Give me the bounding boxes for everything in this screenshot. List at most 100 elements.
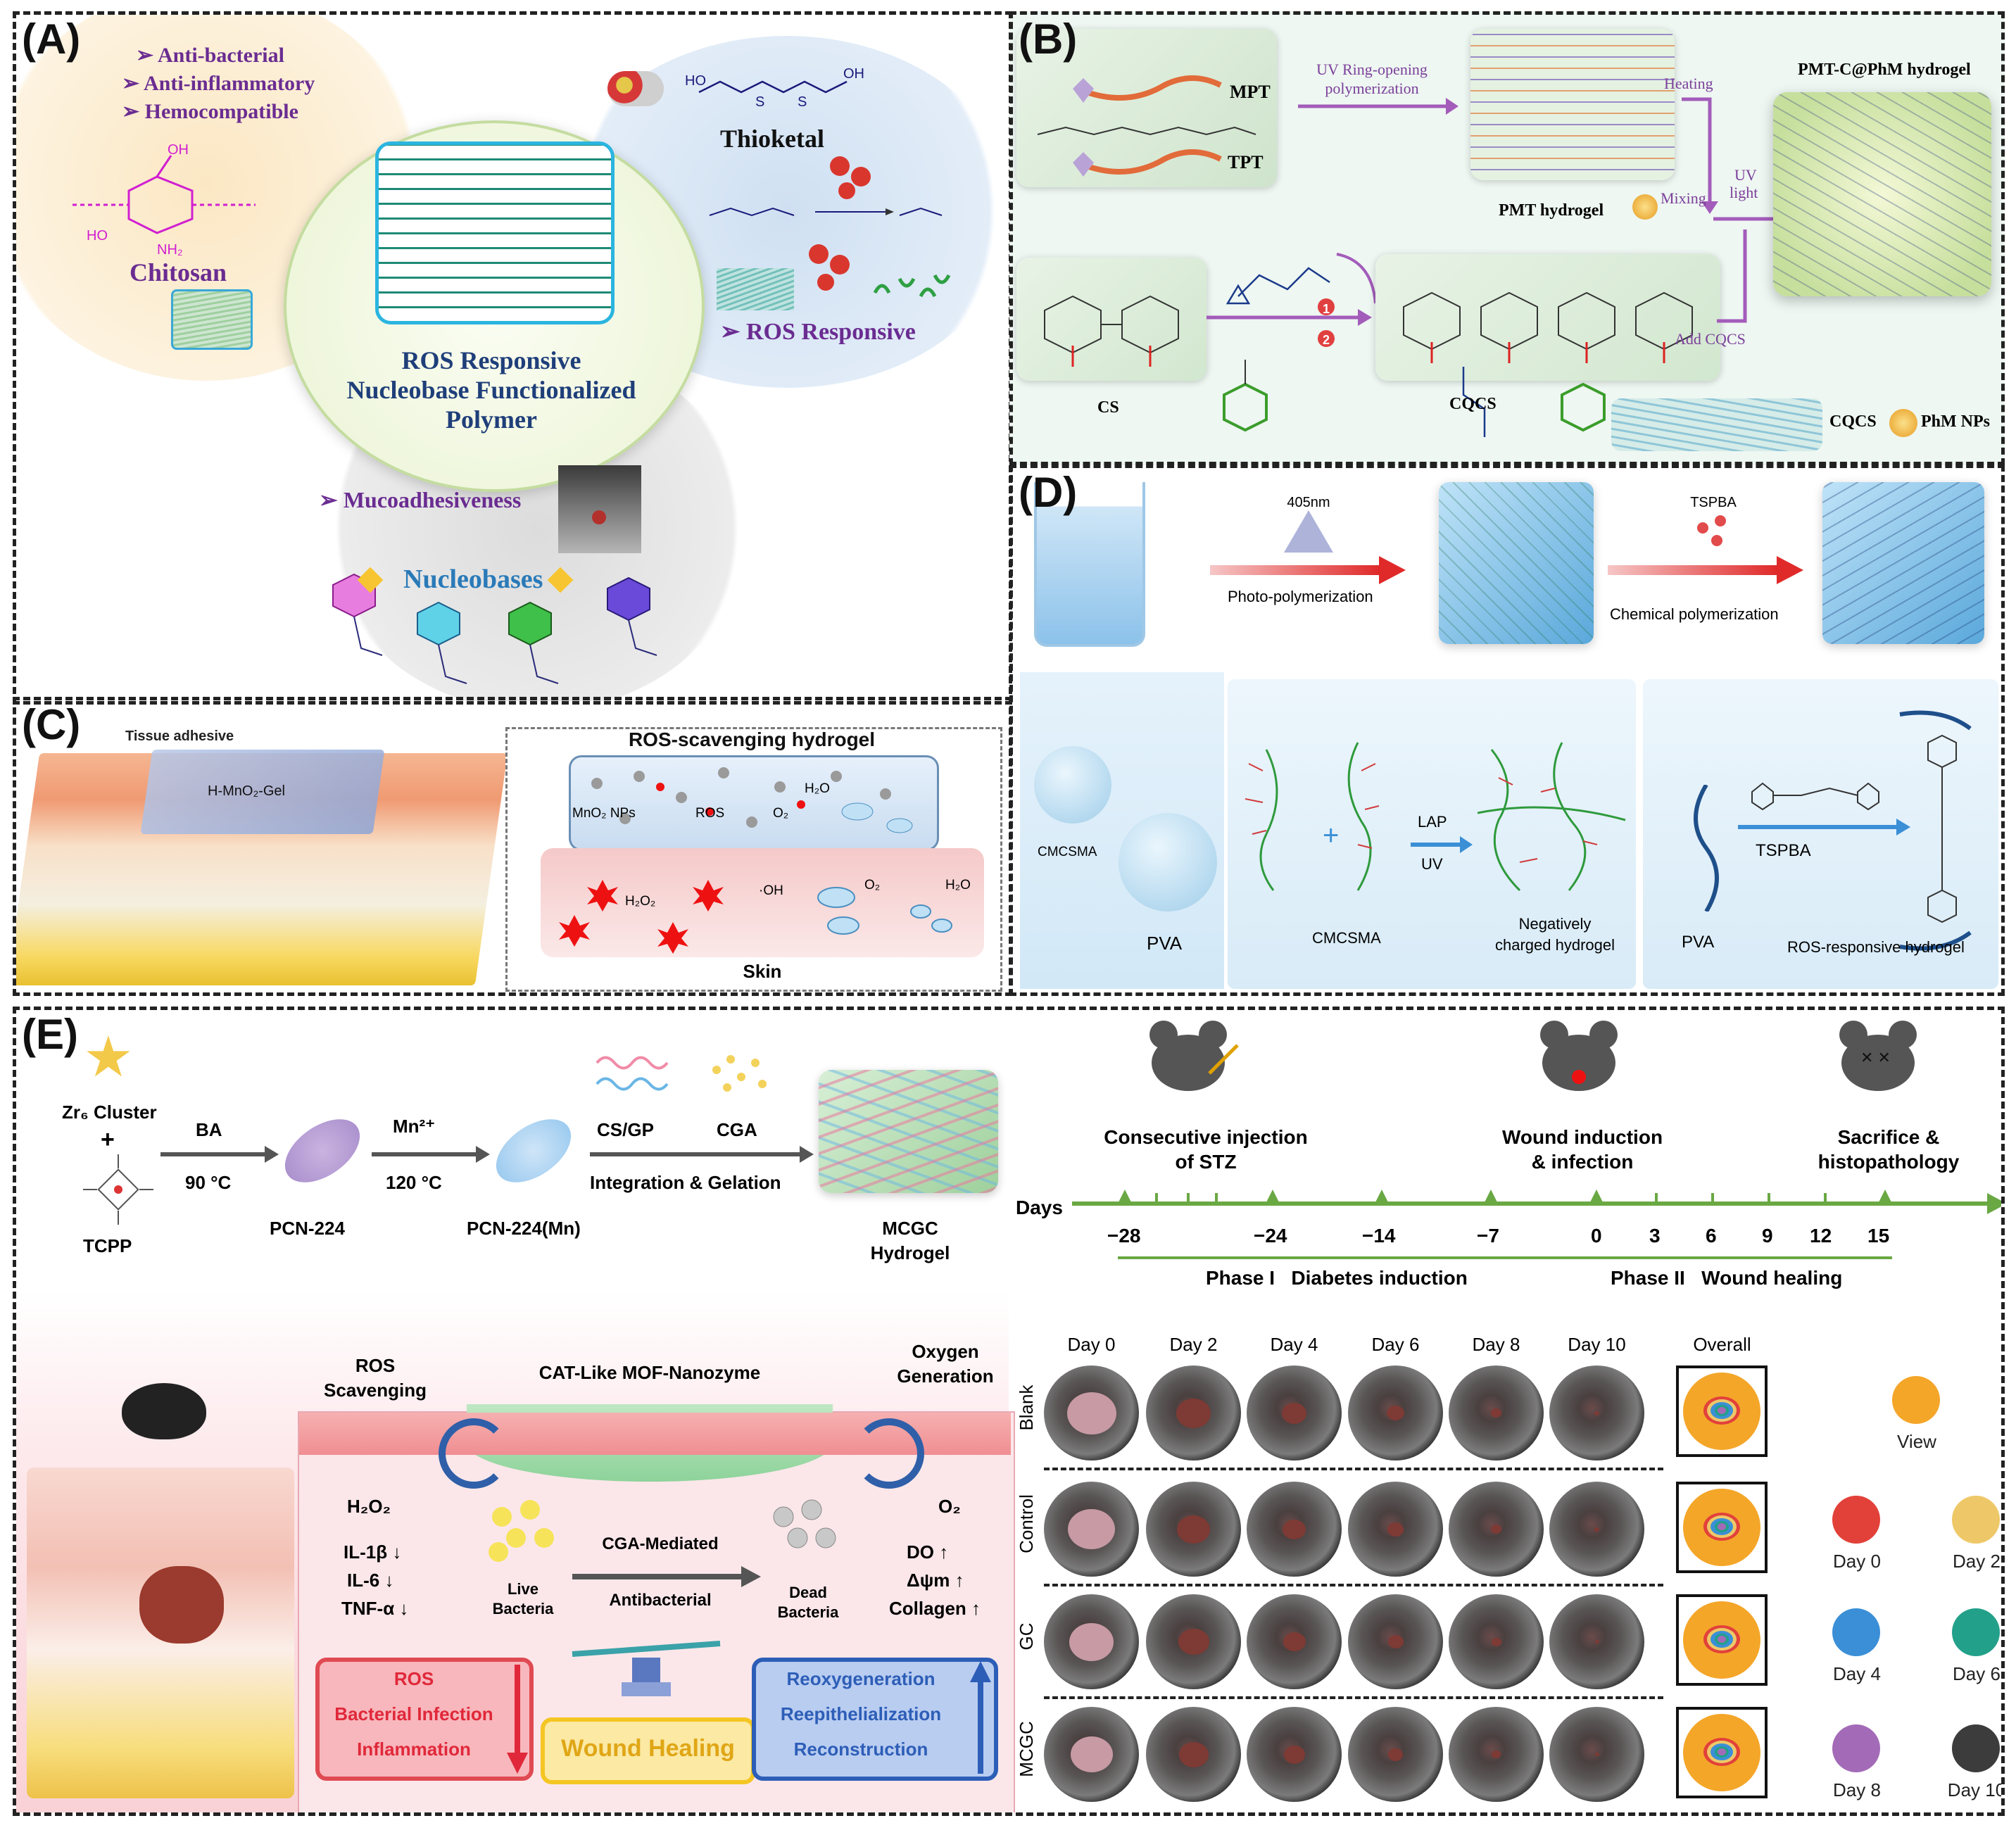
mno2-label: MnO₂ NPs	[572, 806, 636, 821]
cytokine-1: IL-1β ↓	[344, 1541, 402, 1563]
legend-dot	[1952, 1608, 2000, 1656]
gel-label: H-MnO₂-Gel	[208, 783, 285, 799]
pmt-hydrogel-label: PMT hydrogel	[1499, 201, 1604, 220]
live-2: Bacteria	[492, 1600, 554, 1617]
red-box-3: Inflammation	[357, 1739, 471, 1760]
lower-area-mid	[1228, 679, 1636, 989]
svg-text:NH₂: NH₂	[157, 242, 183, 258]
svg-text:OH: OH	[168, 142, 189, 158]
arrow-lap	[1411, 836, 1473, 853]
event-3a: Sacrifice &	[1837, 1126, 1940, 1148]
wound-photo	[1549, 1707, 1644, 1802]
marker-2: Δψm ↑	[907, 1570, 964, 1591]
tcpp-structure	[83, 1154, 153, 1225]
thioketal-structure: HO OH S S	[685, 66, 864, 110]
step-2: 2	[1323, 333, 1330, 347]
uv-ring-1: UV Ring-opening	[1316, 61, 1428, 78]
pva-chain	[1694, 785, 1719, 911]
cga-mediated: CGA-Mediated	[602, 1534, 719, 1553]
tick-10: 15	[1867, 1225, 1890, 1247]
legend-dot	[1832, 1496, 1880, 1544]
legend-dot	[1952, 1724, 2000, 1772]
ros-scav-2: Scavenging	[324, 1380, 427, 1401]
ros-label: ROS	[695, 806, 725, 821]
lower-area-right	[1643, 679, 1998, 989]
arrow-mn	[372, 1146, 490, 1163]
plus-label: +	[101, 1126, 115, 1153]
column-header: Day 4	[1270, 1334, 1318, 1355]
phase1-line	[1118, 1256, 1596, 1259]
ros-scav-1: ROS	[355, 1355, 396, 1376]
nm-label: 405nm	[1287, 495, 1330, 510]
cqcs-label: CQCS	[1449, 395, 1497, 413]
svg-text:✕ ✕: ✕ ✕	[1860, 1049, 1891, 1066]
zr-star-icon: ★	[83, 1026, 134, 1088]
cycle-arrow-right	[854, 1418, 924, 1489]
reagent-gtmac	[1226, 253, 1377, 305]
cytokine-3: TNF-α ↓	[341, 1598, 409, 1619]
svg-text:S: S	[798, 94, 807, 110]
balance-icon	[572, 1641, 721, 1696]
plus-sign: +	[1323, 820, 1340, 851]
ros-hydrogel-structure	[1899, 710, 1972, 951]
wound-photo	[1549, 1594, 1644, 1689]
red-box-2: Bacterial Infection	[334, 1703, 493, 1724]
svg-text:HO: HO	[685, 73, 706, 89]
legend-dot	[1832, 1608, 1880, 1656]
degraded-fragments	[873, 274, 951, 298]
mouse-sacrifice-icon: ✕ ✕	[1839, 1021, 1917, 1091]
blue-box	[752, 1658, 998, 1781]
mpt-label: MPT	[1230, 82, 1271, 102]
tspba-top-label: TSPBA	[1690, 495, 1737, 510]
chem-label: Chemical polymerization	[1610, 605, 1779, 623]
neg-label-1: Negatively	[1518, 915, 1592, 933]
neg-hydrogel-network	[1478, 742, 1626, 892]
blue-box-3: Reconstruction	[793, 1739, 928, 1760]
row-label: Blank	[1016, 1384, 1037, 1431]
add-cqcs-label: Add CQCS	[1675, 330, 1746, 348]
ros-bubbles	[830, 156, 871, 199]
row-label: MCGC	[1016, 1721, 1037, 1777]
skin-species	[559, 880, 952, 954]
mcgc-label-1: MCGC	[882, 1218, 938, 1239]
panel-d-label: (D)	[1019, 469, 1078, 516]
center-text-2: Nucleobase Functionalized	[346, 376, 636, 404]
bullet-anti-inflammatory: ➢ Anti-inflammatory	[122, 72, 315, 95]
tick-2: −24	[1254, 1225, 1287, 1247]
legend-label: Day 0	[1833, 1551, 1881, 1572]
arrow-tspba	[1738, 819, 1910, 835]
legend-dot	[1952, 1496, 2000, 1544]
days-label: Days	[1016, 1197, 1063, 1218]
cga-dots	[712, 1055, 767, 1092]
mucoadhesion-photo	[558, 465, 641, 553]
o2-label-top: O₂	[773, 806, 789, 821]
mucoadhesiveness-label: ➢ Mucoadhesiveness	[319, 487, 522, 512]
cmcsma-sphere	[1034, 746, 1111, 824]
dead-1: Dead	[789, 1584, 827, 1601]
tick-3: −14	[1362, 1225, 1396, 1247]
gel-cube-2	[1822, 482, 1984, 644]
event-1a: Consecutive injection	[1104, 1126, 1308, 1148]
wound-photo	[1348, 1707, 1443, 1802]
cytokine-2: IL-6 ↓	[347, 1570, 394, 1591]
marker-3: Collagen ↑	[889, 1598, 981, 1619]
arrow-cqcs	[1717, 229, 1747, 323]
nucleobases-label: Nucleobases	[403, 564, 543, 594]
zr-label: Zr₆ Cluster	[62, 1102, 157, 1123]
product-label: PMT-C@PhM hydrogel	[1798, 61, 1971, 79]
pcnmn-label: PCN-224(Mn)	[467, 1218, 581, 1239]
cs-gp-waves	[596, 1056, 669, 1091]
chitosan-thumb	[171, 289, 253, 350]
mouse-injection-icon	[1149, 1021, 1239, 1091]
row-separator	[1044, 1468, 1663, 1470]
panel-d: (D) 405nm Photo-polymerization TSPBA Che…	[1009, 465, 2005, 996]
legend-label: View	[1897, 1431, 1936, 1452]
step-1: 1	[1323, 302, 1330, 316]
wound-photo	[1348, 1594, 1443, 1689]
legend-label: Day 6	[1953, 1663, 2001, 1684]
cqcs-sidechains	[1462, 367, 1606, 437]
center-text-1: ROS Responsive	[401, 346, 581, 374]
red-box	[315, 1658, 534, 1781]
wound-photo	[1449, 1365, 1544, 1461]
dead-bacteria	[773, 1499, 836, 1548]
